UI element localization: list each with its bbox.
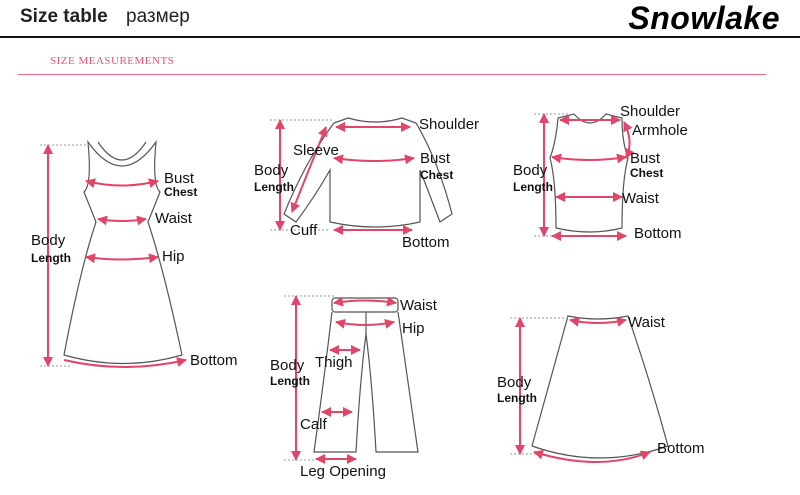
pants-body-label: Body <box>270 357 305 374</box>
vest-measure-lines <box>539 113 635 241</box>
dress-chest-label: Chest <box>164 185 198 199</box>
section-divider <box>18 74 766 75</box>
top-sleeve-label: Sleeve <box>293 142 339 159</box>
header-divider <box>0 36 800 38</box>
top-shoulder-label: Shoulder <box>419 116 480 133</box>
skirt-length-label: Length <box>497 391 537 405</box>
dress-bust-label: Bust <box>164 170 195 187</box>
skirt-body-label: Body <box>497 374 532 391</box>
top-length-label: Length <box>254 180 294 194</box>
top-body-label: Body <box>254 162 289 179</box>
vest-length-label: Length <box>513 180 553 194</box>
vest-diagram <box>549 113 629 233</box>
size-table-title: Size table <box>20 6 108 27</box>
pants-calf-label: Calf <box>300 416 327 433</box>
brand-logo: Snowlake <box>628 0 780 36</box>
dress-body-label: Body <box>31 232 66 249</box>
skirt-measure-lines <box>515 316 651 463</box>
top-measure-lines <box>275 119 415 235</box>
dress-measure-lines <box>43 144 187 368</box>
skirt-bottom-label: Bottom <box>657 440 705 457</box>
top-bust-label: Bust <box>420 150 451 167</box>
pants-leg-opening-label: Leg Opening <box>300 463 386 480</box>
top-chest-label: Chest <box>420 168 454 182</box>
dress-bottom-label: Bottom <box>190 352 238 369</box>
dress-length-label: Length <box>31 251 71 265</box>
vest-body-label: Body <box>513 162 548 179</box>
skirt-waist-label: Waist <box>628 314 665 331</box>
vest-chest-label: Chest <box>630 166 664 180</box>
pants-length-label: Length <box>270 374 310 388</box>
vest-waist-label: Waist <box>622 190 659 207</box>
vest-bottom-label: Bottom <box>634 225 682 242</box>
header: Size table размер Snowlake <box>0 0 800 40</box>
pants-waist-label: Waist <box>400 297 437 314</box>
pants-measure-lines <box>291 295 397 464</box>
vest-bust-label: Bust <box>630 150 661 167</box>
section-label: SIZE MEASUREMENTS <box>50 55 175 67</box>
vest-armhole-label: Armhole <box>632 122 688 139</box>
dress-waist-label: Waist <box>155 210 192 227</box>
top-bottom-label: Bottom <box>402 234 450 251</box>
size-table-subtitle: размер <box>126 6 190 27</box>
dress-diagram <box>63 139 183 365</box>
skirt-diagram <box>531 315 669 459</box>
vest-shoulder-label: Shoulder <box>620 103 681 120</box>
pants-thigh-label: Thigh <box>315 354 353 371</box>
top-cuff-label: Cuff <box>290 222 318 239</box>
dress-hip-label: Hip <box>162 248 185 265</box>
pants-hip-label: Hip <box>402 320 425 337</box>
